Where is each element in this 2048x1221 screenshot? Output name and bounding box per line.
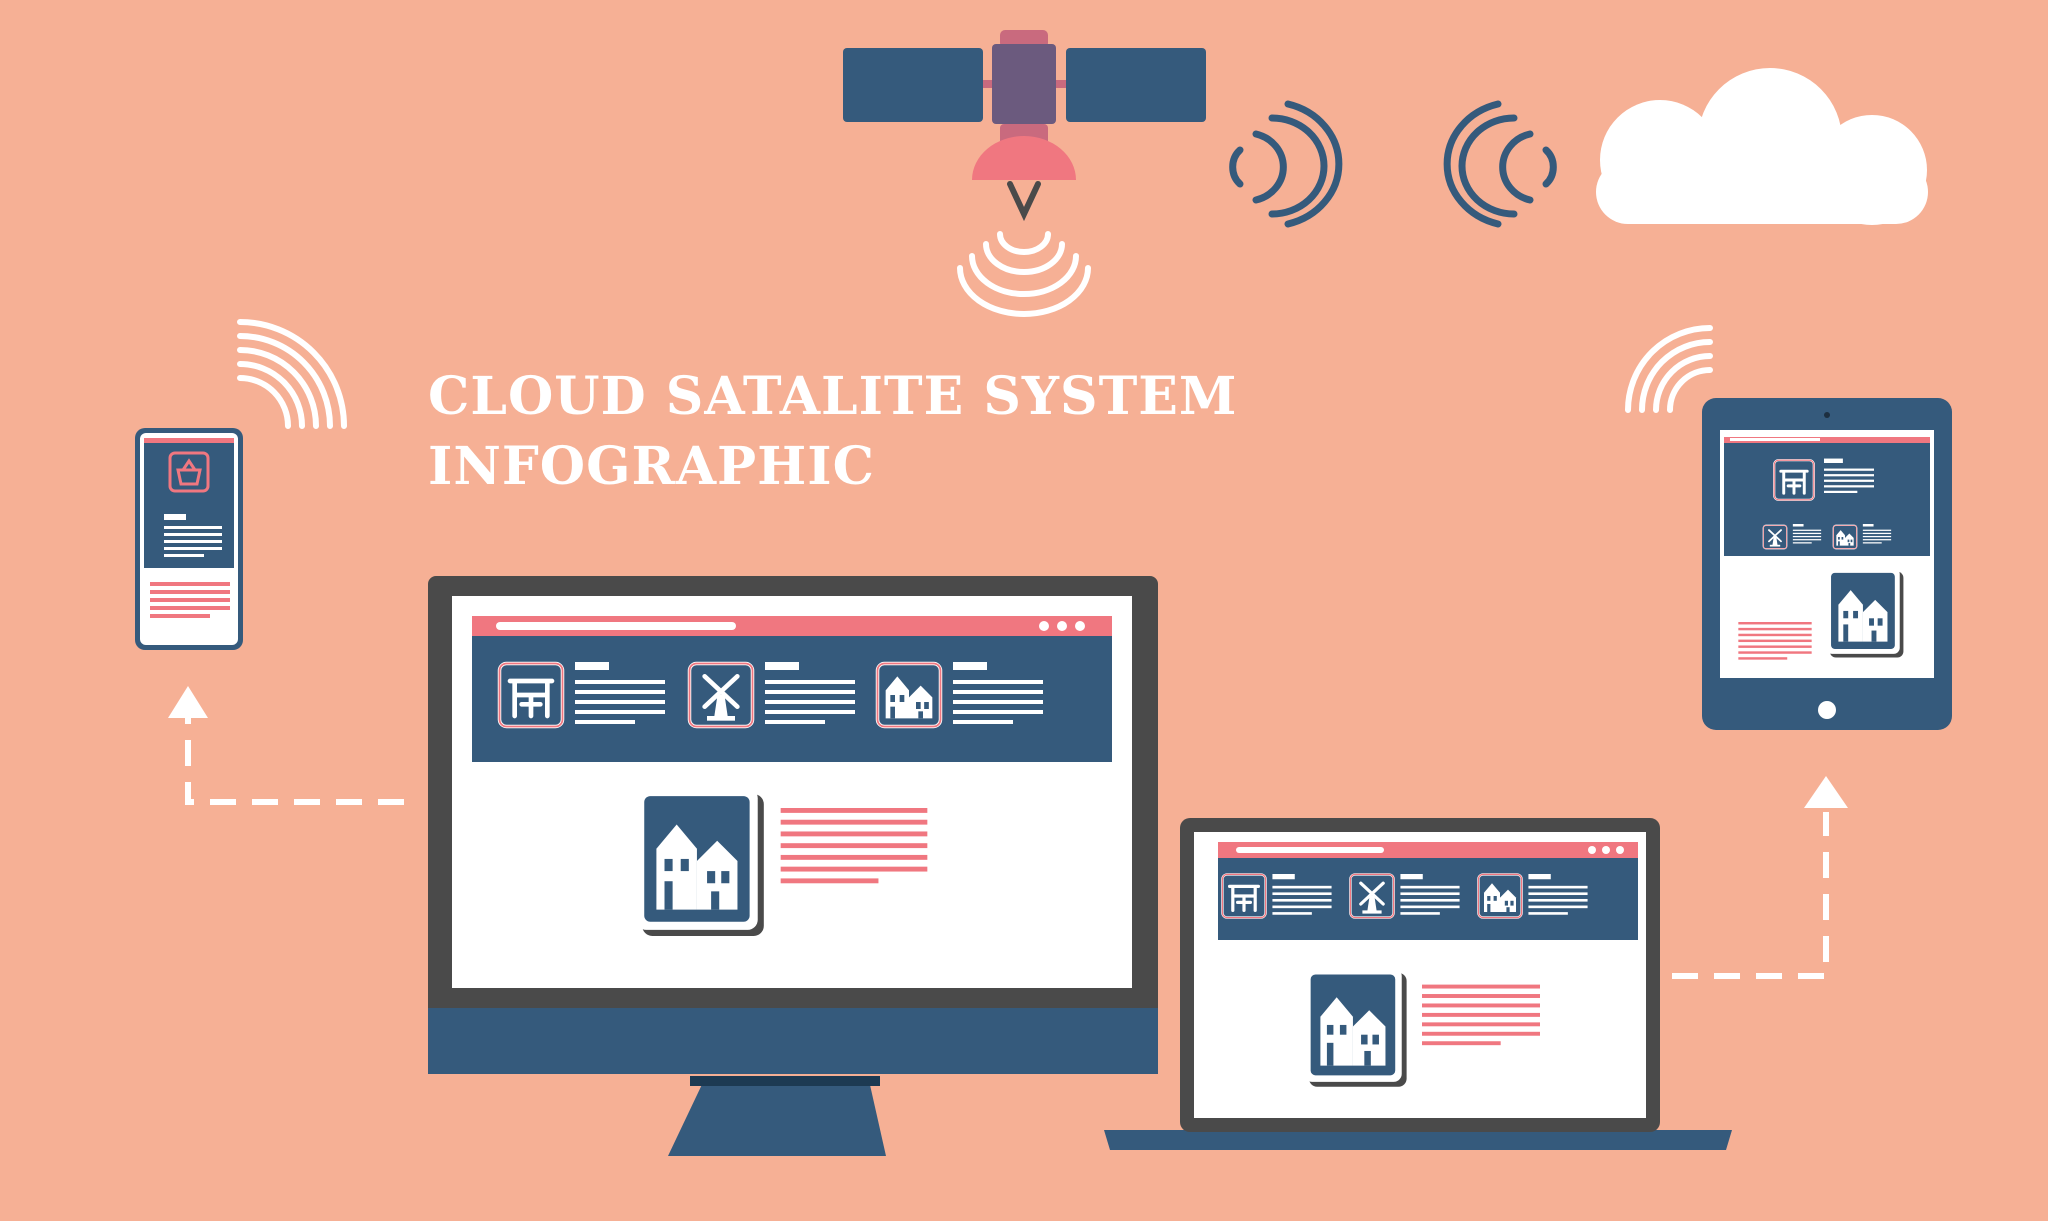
phone-signal-icon <box>237 319 347 429</box>
smartphone-device <box>135 428 243 650</box>
title-line-1: CLOUD SATALITE SYSTEM <box>428 366 1238 427</box>
shopping-basket-icon <box>168 451 210 493</box>
satellite-icon <box>843 30 1206 222</box>
connector-desktop-to-phone <box>185 716 404 805</box>
uplink-signal-icon <box>1229 100 1557 228</box>
tablet-signal-icon <box>1625 325 1713 413</box>
tile-windmill-icon <box>690 664 753 727</box>
cloud-icon <box>1596 68 1928 225</box>
connector-laptop-to-tablet <box>1672 812 1829 979</box>
desktop-monitor <box>428 576 1158 1156</box>
laptop-device <box>1104 818 1732 1150</box>
title-line-2: INFOGRAPHIC <box>428 436 875 497</box>
arrow-up-icon <box>168 686 208 718</box>
hero-houses-icon <box>636 788 764 936</box>
tile-houses-icon <box>875 661 943 729</box>
infographic-title: CLOUD SATALITE SYSTEM INFOGRAPHIC <box>428 362 1237 502</box>
tile-gate-icon <box>500 664 563 727</box>
tablet-device <box>1702 398 1952 730</box>
satellite-signal-icon <box>957 231 1091 317</box>
arrow-up-icon <box>1804 776 1848 808</box>
